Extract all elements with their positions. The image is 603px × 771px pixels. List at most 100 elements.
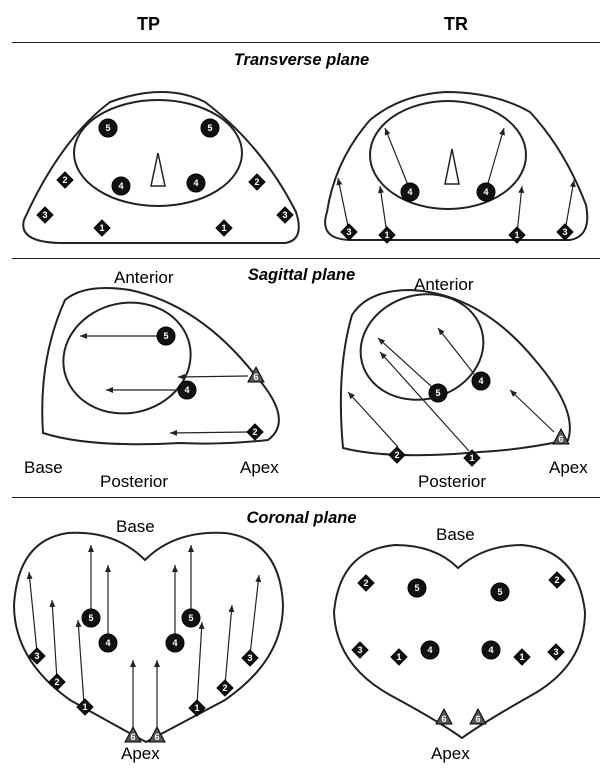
point-number: 2 — [254, 177, 259, 187]
circle-point-marker: 5 — [408, 579, 426, 597]
circle-point-marker: 5 — [82, 609, 100, 627]
diamond-point-marker: 3 — [242, 650, 258, 666]
diamond-point-marker: 2 — [57, 172, 73, 188]
point-number: 5 — [88, 613, 93, 623]
point-number: 5 — [163, 331, 168, 341]
triangle-point-marker: 6 — [125, 727, 141, 742]
circle-point-marker: 5 — [201, 119, 219, 137]
transverse-tr-outline — [325, 92, 587, 240]
diamond-point-marker: 3 — [37, 207, 53, 223]
diamond-point-marker: 2 — [549, 572, 565, 588]
point-number: 3 — [282, 210, 287, 220]
sagittal-tr-outline — [341, 281, 570, 455]
circle-point-marker: 4 — [472, 372, 490, 390]
point-number: 2 — [252, 427, 257, 437]
point-number: 3 — [553, 647, 558, 657]
circle-point-marker: 4 — [166, 634, 184, 652]
point-number: 6 — [130, 732, 135, 742]
point-number: 2 — [554, 575, 559, 585]
sagittal-tp-arrows — [80, 336, 248, 433]
point-number: 4 — [193, 178, 198, 188]
triangle-point-marker: 6 — [436, 709, 452, 724]
circle-point-marker: 4 — [112, 177, 130, 195]
circle-point-marker: 5 — [182, 609, 200, 627]
transverse-tr-arrows — [338, 128, 574, 234]
point-number: 1 — [384, 230, 389, 240]
circle-point-marker: 4 — [482, 641, 500, 659]
point-number: 1 — [194, 703, 199, 713]
point-number: 4 — [105, 638, 110, 648]
point-number: 6 — [441, 714, 446, 724]
point-number: 6 — [475, 714, 480, 724]
diamond-point-marker: 3 — [341, 224, 357, 240]
point-number: 6 — [253, 372, 258, 382]
coronal-tp-arrows — [29, 545, 259, 732]
point-number: 6 — [154, 732, 159, 742]
point-number: 3 — [42, 210, 47, 220]
point-number: 4 — [407, 187, 412, 197]
point-number: 3 — [357, 645, 362, 655]
circle-point-marker: 5 — [99, 119, 117, 137]
point-number: 5 — [435, 388, 440, 398]
point-number: 1 — [99, 223, 104, 233]
circle-point-marker: 5 — [429, 384, 447, 402]
points-layer: 5 5 4 4 2 2 3 3 1 1 4 4 3 1 1 3 5 4 6 2 5 4 2 1 6 5 5 4 4 3 2 1 3 2 1 6 6 5 5 4… — [29, 119, 573, 742]
point-number: 4 — [172, 638, 177, 648]
circle-point-marker: 4 — [187, 174, 205, 192]
diamond-point-marker: 2 — [358, 575, 374, 591]
point-number: 3 — [346, 227, 351, 237]
point-number: 4 — [483, 187, 488, 197]
point-number: 1 — [221, 223, 226, 233]
transverse-tp-outline — [23, 92, 299, 243]
circle-point-marker: 5 — [491, 583, 509, 601]
coronal-tr-outline — [334, 545, 585, 738]
point-number: 3 — [247, 653, 252, 663]
point-number: 5 — [414, 583, 419, 593]
sagittal-tp-outline — [42, 288, 279, 444]
point-number: 5 — [497, 587, 502, 597]
circle-point-marker: 4 — [477, 183, 495, 201]
point-number: 4 — [118, 181, 123, 191]
triangle-point-marker: 6 — [149, 727, 165, 742]
point-number: 3 — [562, 227, 567, 237]
point-number: 4 — [427, 645, 432, 655]
circle-point-marker: 4 — [99, 634, 117, 652]
triangle-point-marker: 6 — [553, 429, 569, 444]
diamond-point-marker: 1 — [189, 700, 205, 716]
point-number: 2 — [363, 578, 368, 588]
point-number: 1 — [396, 652, 401, 662]
diamond-point-marker: 2 — [217, 680, 233, 696]
circle-point-marker: 4 — [421, 641, 439, 659]
diamond-point-marker: 2 — [247, 424, 263, 440]
diamond-point-marker: 2 — [249, 174, 265, 190]
circle-point-marker: 4 — [401, 183, 419, 201]
point-number: 3 — [34, 651, 39, 661]
circle-point-marker: 5 — [157, 327, 175, 345]
point-number: 1 — [82, 702, 87, 712]
diamond-point-marker: 2 — [49, 674, 65, 690]
point-number: 1 — [519, 652, 524, 662]
point-number: 2 — [222, 683, 227, 693]
point-number: 2 — [394, 450, 399, 460]
point-number: 4 — [184, 385, 189, 395]
point-number: 5 — [207, 123, 212, 133]
diamond-point-marker: 1 — [216, 220, 232, 236]
diamond-point-marker: 1 — [94, 220, 110, 236]
diamond-point-marker: 3 — [277, 207, 293, 223]
point-number: 1 — [469, 453, 474, 463]
diamond-point-marker: 3 — [557, 224, 573, 240]
point-number: 5 — [188, 613, 193, 623]
point-number: 4 — [478, 376, 483, 386]
circle-point-marker: 4 — [178, 381, 196, 399]
point-number: 1 — [514, 230, 519, 240]
point-number: 4 — [488, 645, 493, 655]
diamond-point-marker: 3 — [352, 642, 368, 658]
point-number: 2 — [54, 677, 59, 687]
point-number: 2 — [62, 175, 67, 185]
triangle-point-marker: 6 — [470, 709, 486, 724]
diamond-point-marker: 1 — [514, 649, 530, 665]
point-number: 5 — [105, 123, 110, 133]
diamond-point-marker: 1 — [391, 649, 407, 665]
diamond-point-marker: 2 — [389, 447, 405, 463]
